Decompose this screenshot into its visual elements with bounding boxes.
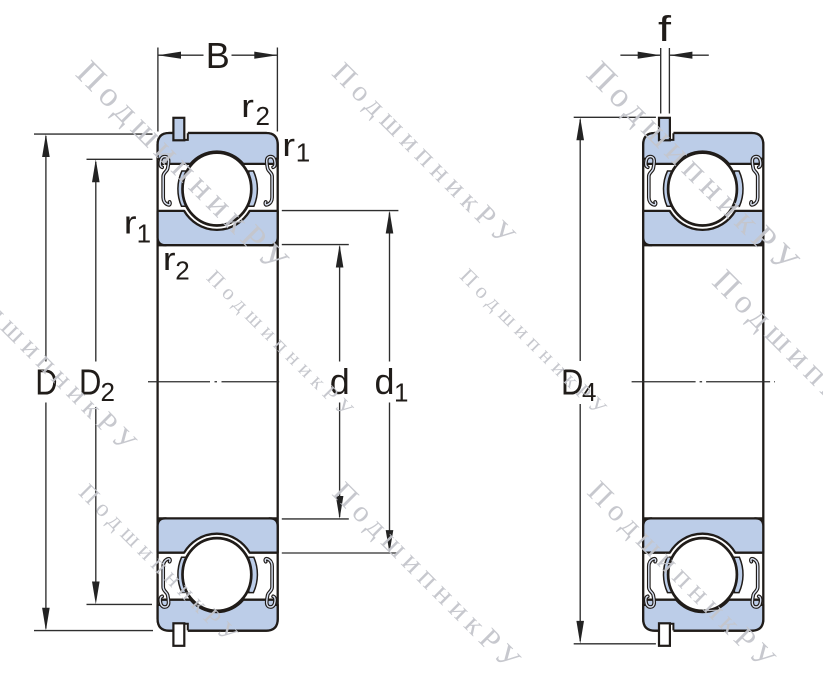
svg-text:2: 2 (101, 377, 115, 407)
svg-text:D: D (79, 363, 101, 403)
svg-text:D: D (35, 363, 57, 403)
svg-text:D: D (561, 363, 583, 403)
svg-text:B: B (206, 35, 230, 76)
svg-text:1: 1 (394, 378, 408, 408)
svg-text:2: 2 (256, 101, 270, 131)
svg-text:1: 1 (137, 218, 151, 248)
svg-text:r: r (124, 206, 137, 241)
svg-text:1: 1 (296, 138, 310, 168)
svg-text:f: f (658, 8, 671, 49)
svg-text:2: 2 (175, 255, 189, 285)
svg-text:r: r (241, 89, 254, 124)
svg-text:d: d (375, 361, 395, 402)
svg-text:r: r (282, 128, 295, 163)
svg-text:r: r (163, 242, 176, 277)
svg-text:4: 4 (582, 377, 596, 407)
svg-text:d: d (330, 361, 350, 402)
